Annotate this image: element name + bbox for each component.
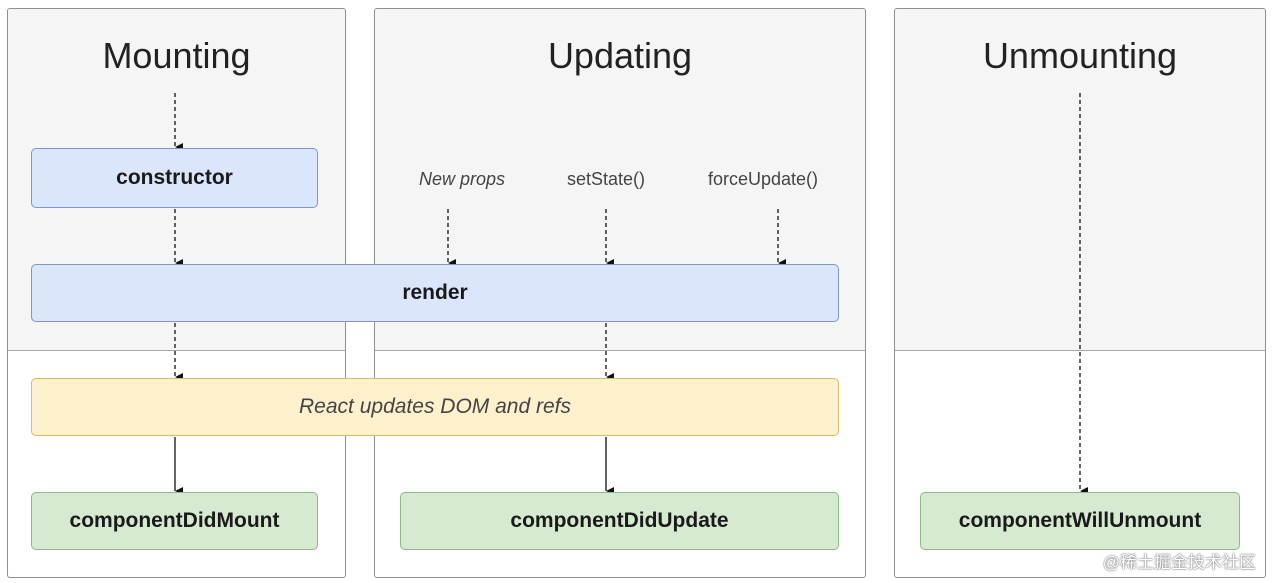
component-did-mount-box: componentDidMount bbox=[31, 492, 318, 550]
component-will-unmount-box: componentWillUnmount bbox=[920, 492, 1240, 550]
react-updates-dom-box: React updates DOM and refs bbox=[31, 378, 839, 436]
constructor-box: constructor bbox=[31, 148, 318, 208]
trigger-set-state: setState() bbox=[566, 169, 646, 189]
render-box: render bbox=[31, 264, 839, 322]
phase-title-mounting: Mounting bbox=[102, 35, 251, 76]
trigger-force-update: forceUpdate() bbox=[707, 169, 819, 189]
component-did-update-box: componentDidUpdate bbox=[400, 492, 839, 550]
trigger-new-props: New props bbox=[418, 169, 506, 189]
watermark: @稀土掘金技术社区 bbox=[1102, 553, 1256, 572]
phase-title-unmounting: Unmounting bbox=[982, 35, 1178, 76]
phase-title-updating: Updating bbox=[547, 35, 693, 76]
